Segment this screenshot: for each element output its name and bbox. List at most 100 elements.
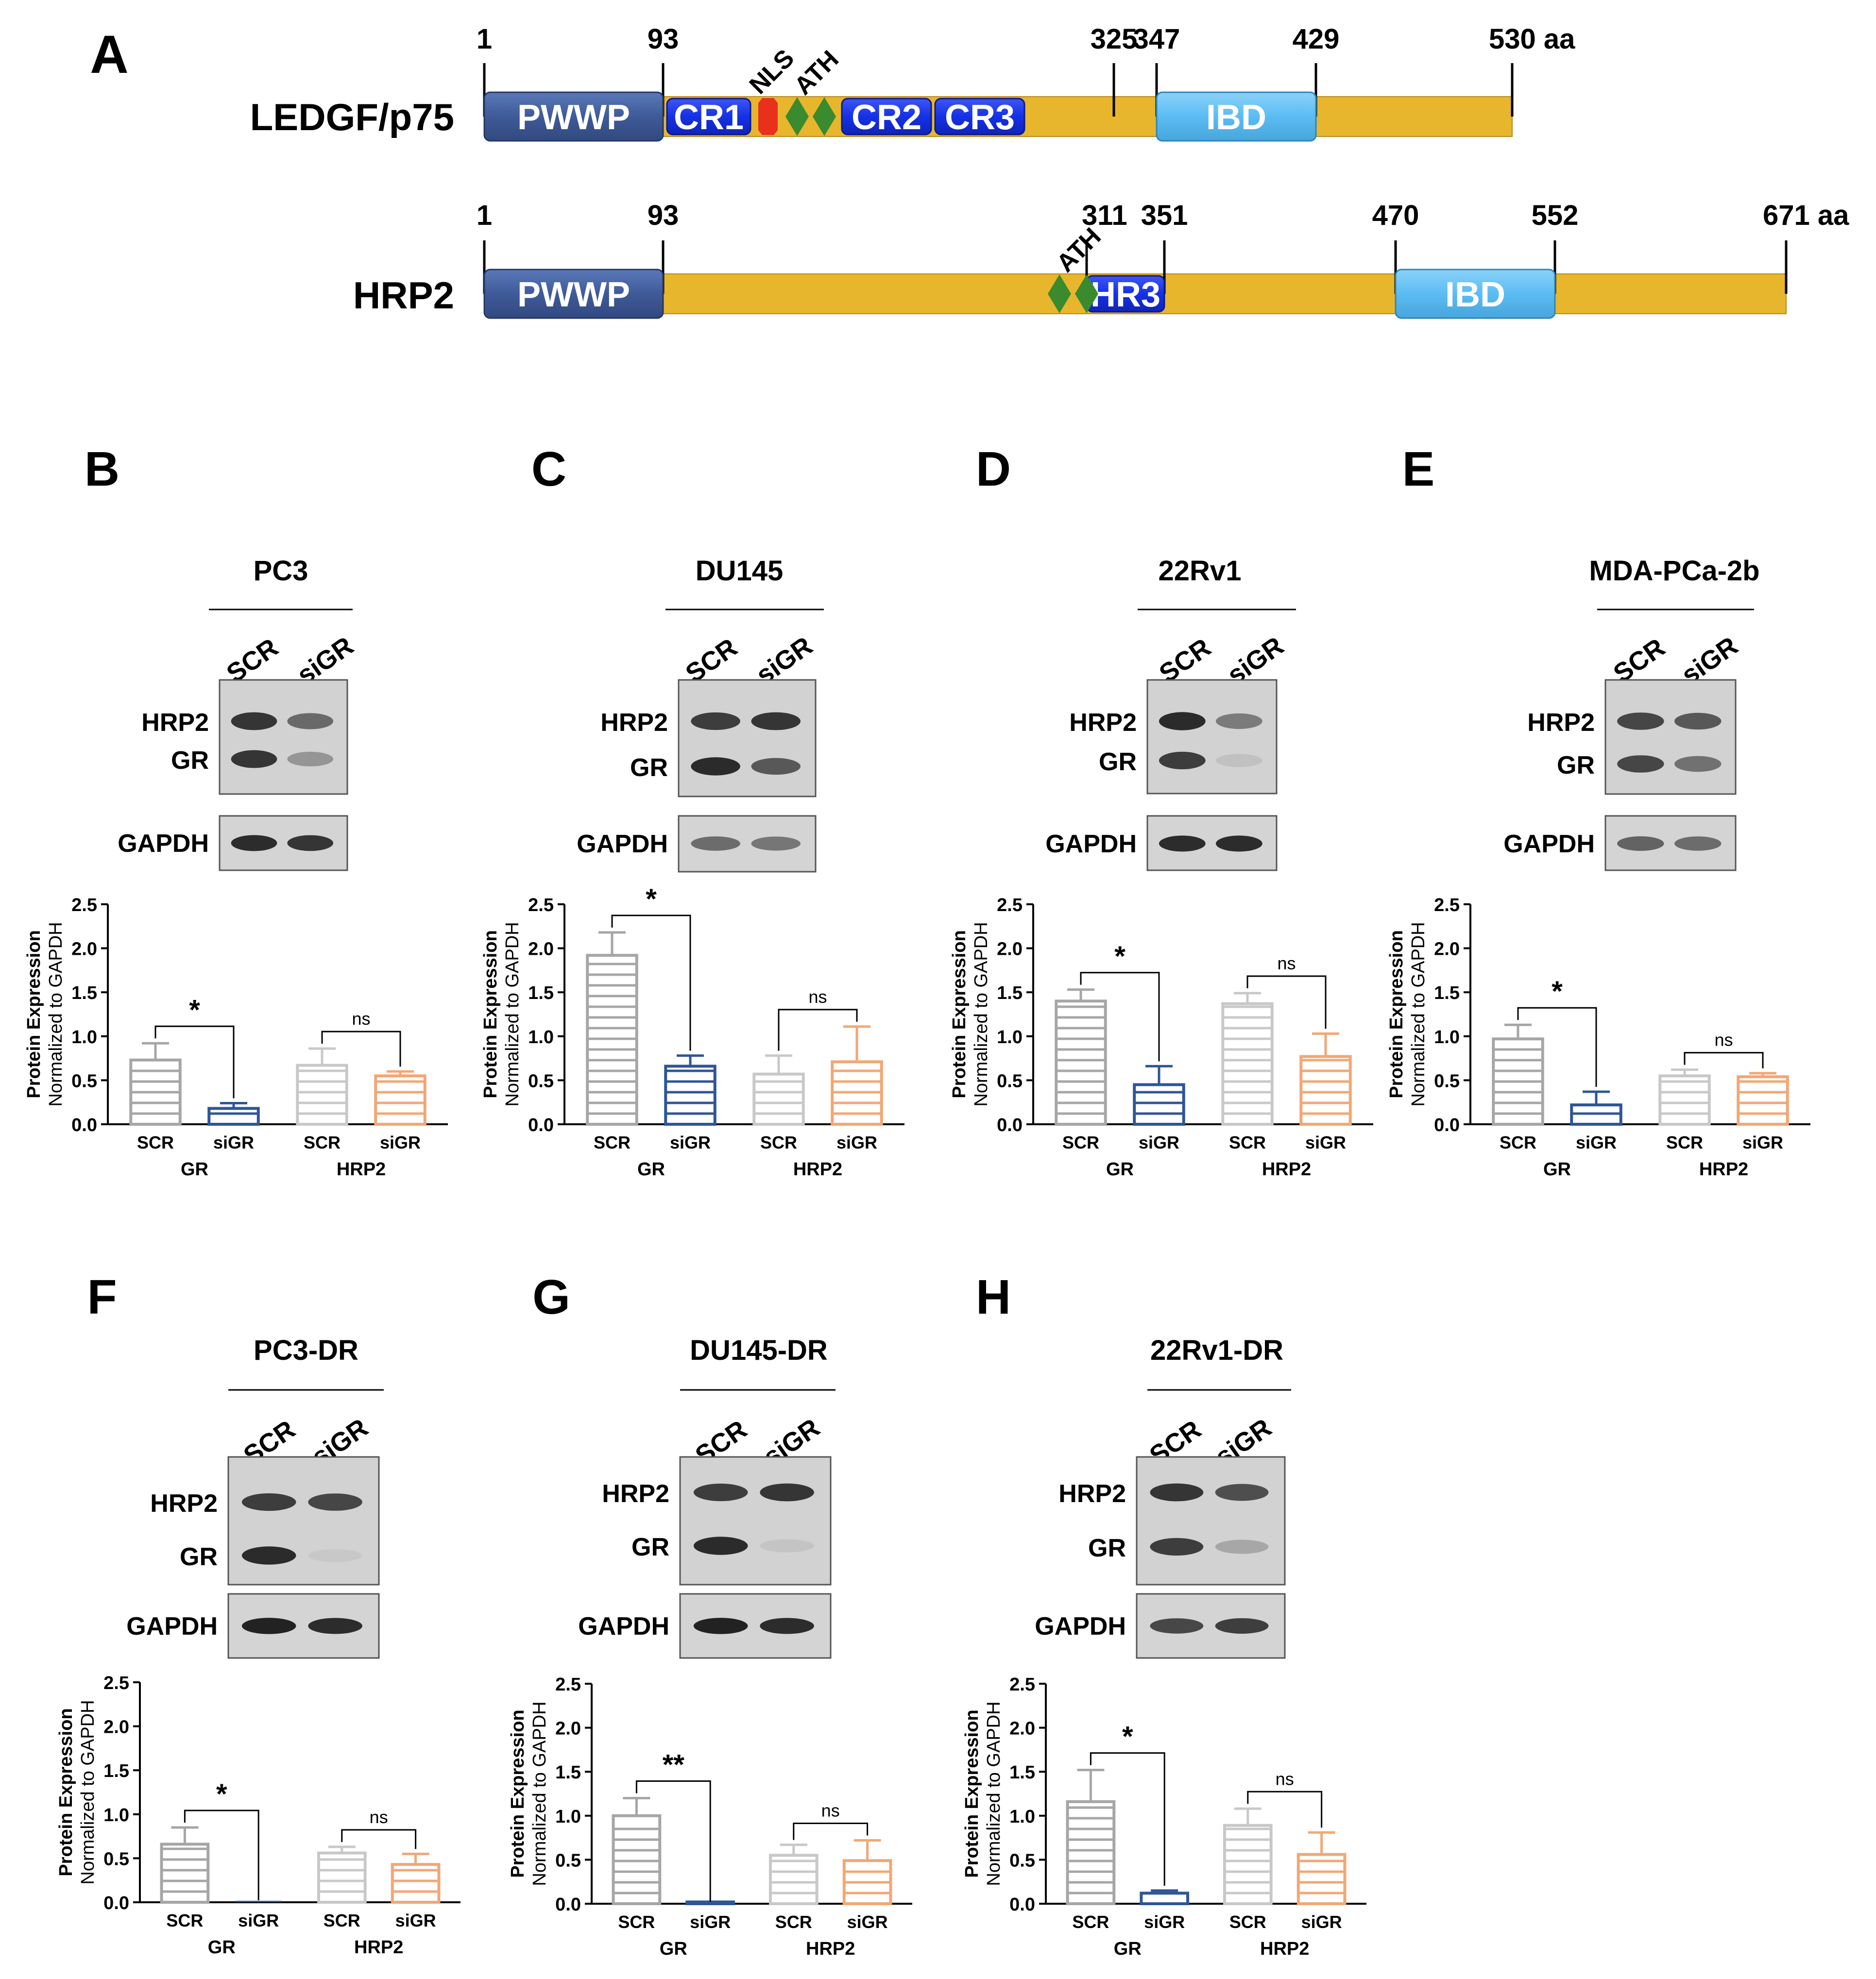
y-axis-label: Normalized to GAPDH (502, 922, 523, 1106)
significance-label: ns (808, 987, 827, 1007)
gapdh-band (241, 1618, 296, 1634)
domain-pwwp (483, 91, 664, 142)
significance-label: * (1114, 941, 1126, 972)
y-axis-label: Normalized to GAPDH (46, 922, 66, 1106)
protein-band (287, 713, 334, 729)
group-label: HRP2 (354, 1937, 403, 1958)
y-tick-label: 0.0 (103, 1893, 129, 1913)
cell-line-title: MDA-PCa-2b (1589, 555, 1759, 587)
bar (1140, 1892, 1190, 1906)
x-tick-label: SCR (618, 1912, 655, 1932)
gapdh-band (1215, 835, 1262, 852)
protein-band (691, 712, 740, 730)
significance-label: * (1552, 976, 1563, 1007)
cell-line-title: PC3-DR (254, 1335, 358, 1366)
significance-label: ns (370, 1807, 388, 1827)
protein-band (751, 712, 801, 730)
domain-cr2 (841, 98, 932, 135)
bar (1066, 1800, 1116, 1906)
bar (612, 1814, 662, 1906)
x-tick-label: siGR (395, 1911, 436, 1930)
bar-outline (1133, 1083, 1185, 1126)
y-tick-label: 1.5 (1009, 1762, 1035, 1783)
significance-bracket (793, 1823, 869, 1840)
blot-membrane (1136, 1456, 1286, 1586)
position-label: 347 (1133, 23, 1180, 55)
y-tick-label: 0.0 (1009, 1894, 1035, 1915)
bar-outline (160, 1843, 210, 1904)
domain-ibd (1395, 269, 1556, 319)
x-tick-label: SCR (324, 1911, 360, 1930)
significance-label: ** (663, 1749, 685, 1781)
y-tick-label: 2.0 (555, 1719, 581, 1739)
y-tick-label: 1.5 (528, 983, 554, 1003)
domain-label: CR1 (674, 98, 744, 137)
position-label: 93 (648, 23, 679, 55)
y-tick-label: 1.0 (528, 1027, 554, 1048)
motif-label: NLS (744, 44, 800, 100)
protein-band (1617, 755, 1664, 773)
group-label: GR (660, 1939, 687, 1959)
domain-label: IBD (1206, 98, 1266, 137)
y-axis-label: Protein Expression (480, 930, 501, 1098)
significance-label: ns (1277, 953, 1296, 973)
cell-line-title: 22Rv1 (1159, 555, 1242, 587)
bar-outline (1221, 1002, 1274, 1126)
gapdh-band (287, 835, 334, 851)
panel-letter-a: A (90, 25, 128, 85)
y-tick-label: 1.5 (555, 1762, 581, 1783)
domain-label: IBD (1445, 275, 1505, 314)
x-tick-label: siGR (380, 1133, 421, 1152)
y-tick-label: 0.5 (71, 1071, 97, 1091)
position-label: 1 (477, 200, 492, 231)
band-label: HRP2 (150, 1489, 218, 1518)
band-label: GR (631, 1533, 669, 1561)
bar-outline (612, 1814, 662, 1906)
x-tick-label: SCR (594, 1133, 631, 1152)
panel-letter: G (532, 1270, 570, 1324)
loading-control-label: GAPDH (577, 830, 668, 858)
protein-band (751, 758, 801, 775)
bar (1658, 1074, 1711, 1126)
y-axis-label: Protein Expression (1386, 930, 1407, 1098)
position-label: 1 (477, 23, 492, 55)
group-label: GR (181, 1159, 208, 1180)
gapdh-band (1215, 1618, 1269, 1634)
gapdh-band (751, 836, 801, 851)
protein-band (287, 751, 334, 767)
x-tick-label: SCR (1072, 1912, 1109, 1932)
y-tick-label: 0.5 (555, 1850, 581, 1871)
domain-cr3 (934, 98, 1025, 135)
bar (1133, 1083, 1185, 1126)
x-tick-label: SCR (760, 1133, 797, 1152)
loading-control-label: GAPDH (126, 1612, 218, 1641)
nls-motif-icon (758, 98, 778, 135)
protein-length-label: 530 aa (1489, 23, 1575, 55)
protein-band (231, 712, 277, 730)
x-tick-label: siGR (690, 1912, 731, 1932)
y-tick-label: 2.5 (528, 895, 554, 915)
gapdh-band (1150, 1618, 1204, 1634)
y-tick-label: 2.0 (1434, 939, 1460, 960)
y-tick-label: 1.0 (71, 1027, 97, 1048)
position-label: 470 (1372, 200, 1419, 231)
bar (1570, 1103, 1622, 1126)
bar (664, 1065, 716, 1126)
band-label: GR (1557, 751, 1595, 779)
y-tick-label: 0.0 (528, 1115, 554, 1135)
protein-band (1150, 1538, 1204, 1556)
group-label: GR (637, 1159, 665, 1180)
y-tick-label: 2.5 (1434, 895, 1460, 915)
loading-control-label: GAPDH (578, 1612, 669, 1641)
group-label: GR (208, 1937, 236, 1958)
y-tick-label: 2.5 (997, 895, 1023, 915)
bar-outline (1140, 1892, 1190, 1906)
bar-outline (207, 1107, 260, 1126)
x-tick-label: SCR (166, 1911, 203, 1930)
significance-label: * (216, 1778, 227, 1810)
